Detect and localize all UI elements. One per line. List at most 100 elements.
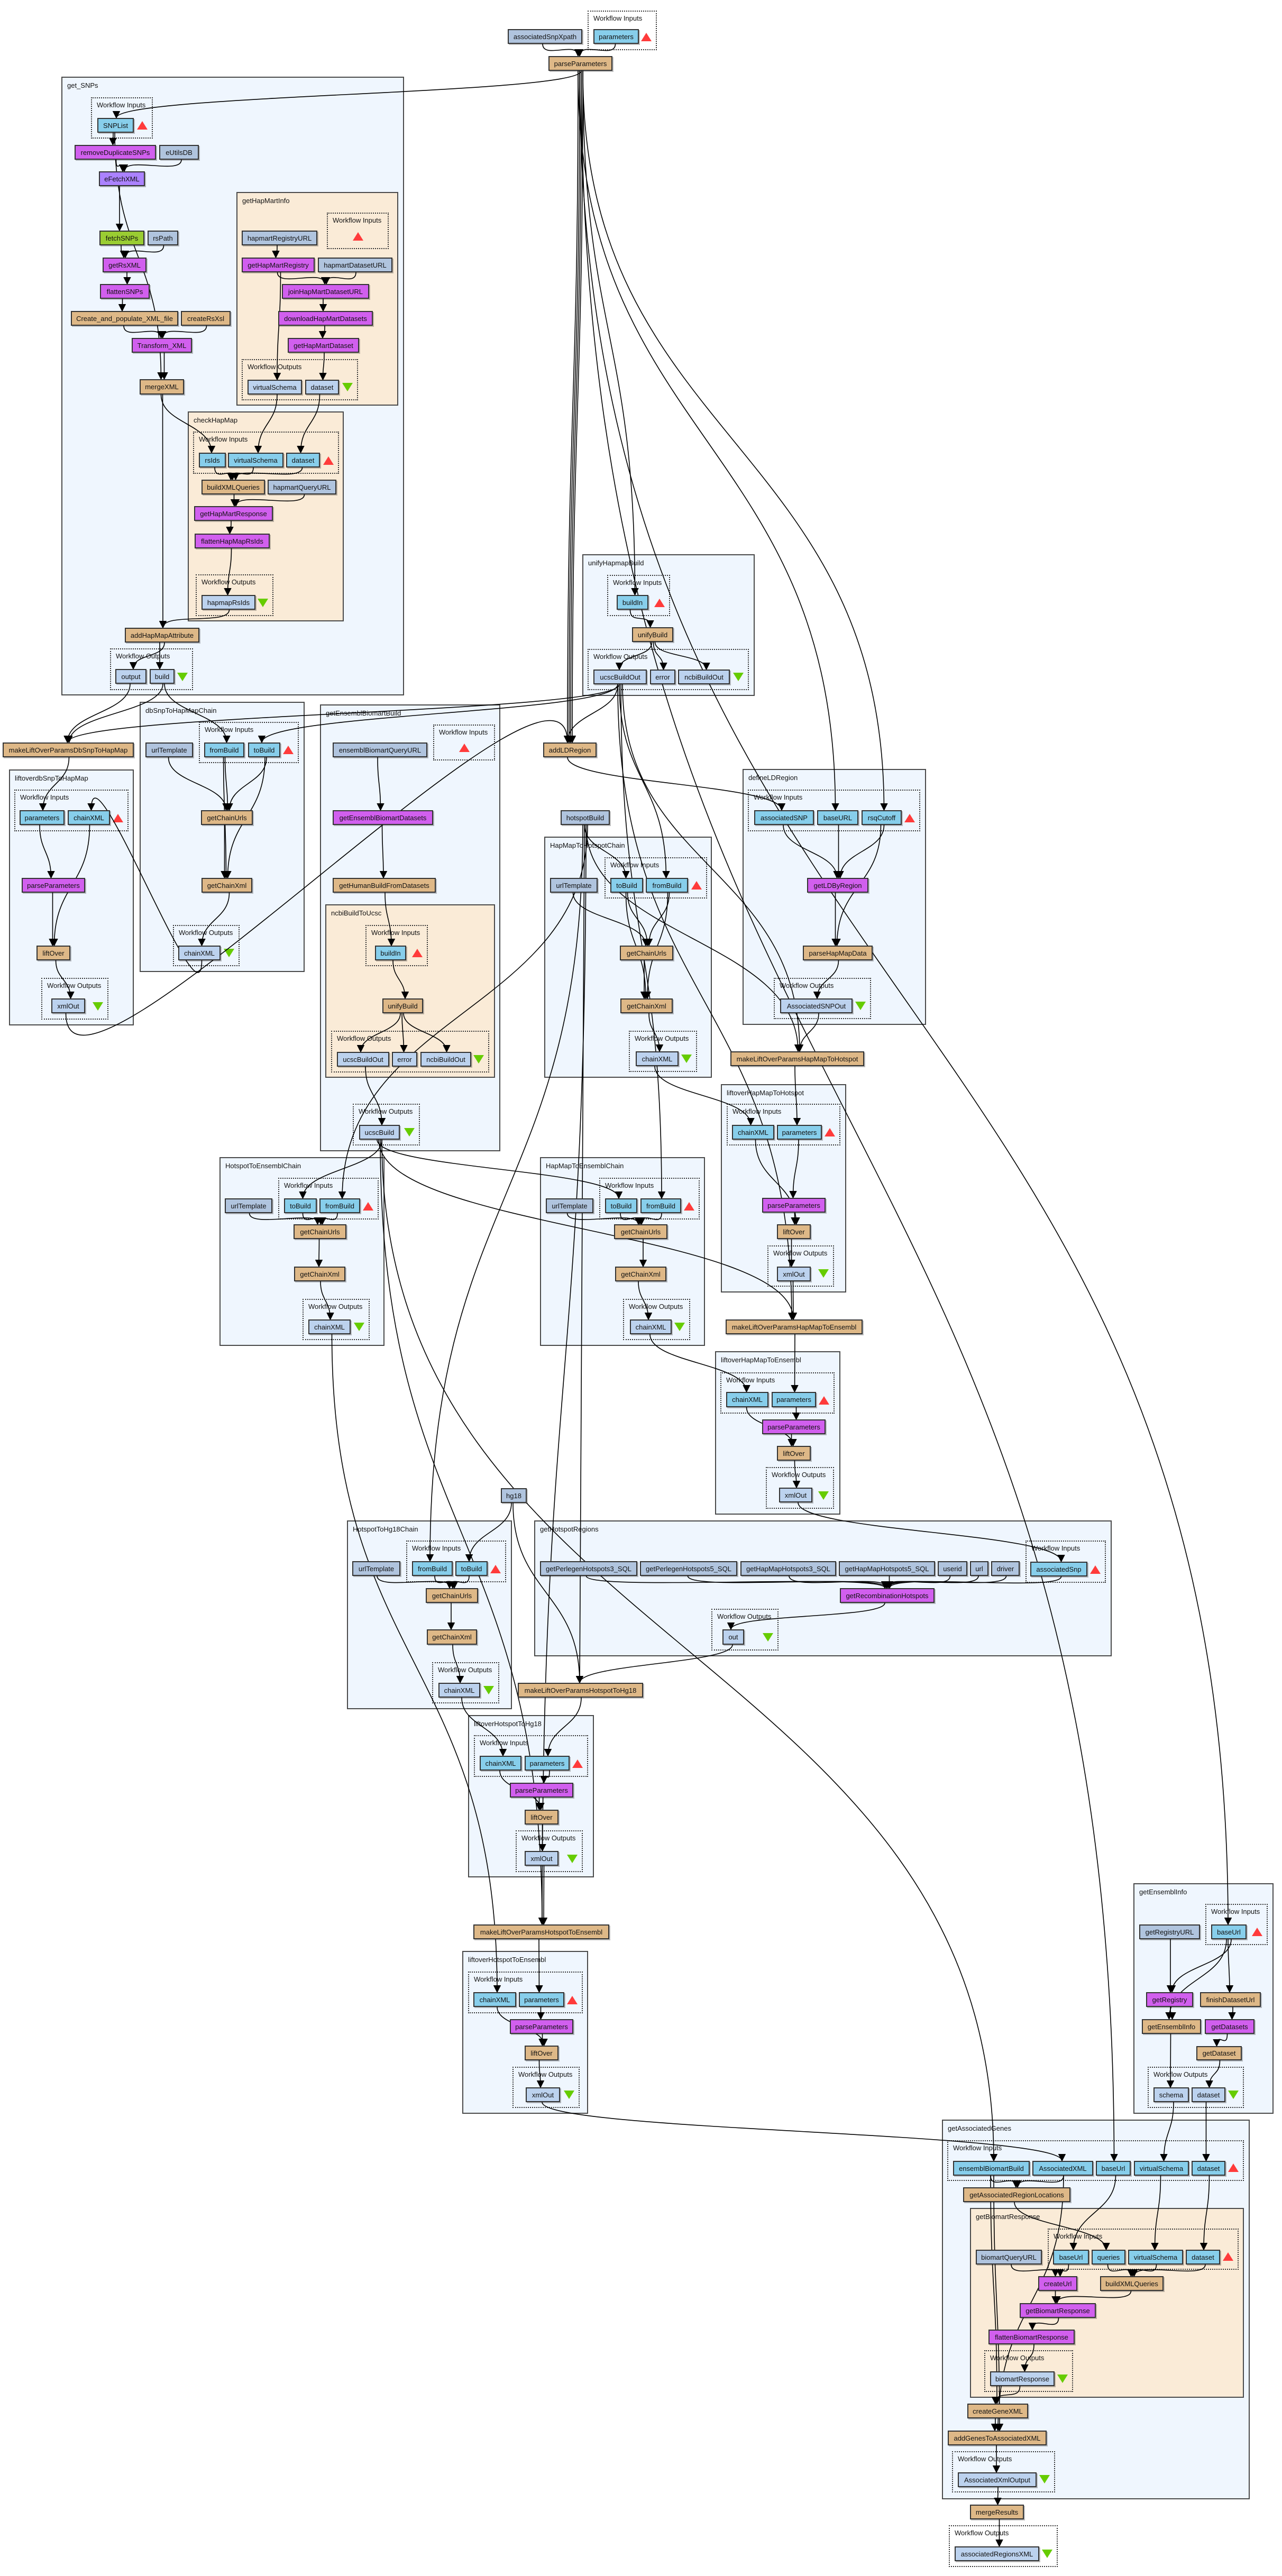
node-merge-xml: mergeXML	[140, 379, 184, 395]
node-chain-xml: chainXML	[726, 1392, 768, 1407]
group-title: Workflow Outputs	[116, 652, 170, 660]
node-make-lift-over-params-hap-map-to-hotspot: makeLiftOverParamsHapMapToHotspot	[730, 1051, 864, 1066]
group-title: Workflow Inputs	[474, 1975, 523, 1983]
node-chain-xml: chainXML	[68, 810, 110, 825]
workflow-inputs-group: Workflow Inputs	[433, 725, 495, 760]
node-chain-xml: chainXML	[438, 1683, 480, 1698]
input-triangle-icon	[283, 746, 294, 754]
group-title: Workflow Inputs	[613, 579, 662, 586]
node-make-lift-over-params-hotspot-to-hg18: makeLiftOverParamsHotspotToHg18	[518, 1683, 643, 1698]
group-title: Workflow Outputs	[772, 1471, 826, 1479]
node-schema: schema	[1153, 2087, 1189, 2102]
node-get-recombination-hotspots: getRecombinationHotspots	[840, 1588, 935, 1603]
subworkflow-title: liftoverHapMapToHotspot	[727, 1089, 804, 1097]
edge-a-pp-to-u-in	[582, 70, 639, 596]
node-associated-snp: associatedSnp	[1030, 1562, 1087, 1576]
node-get-chain-urls: getChainUrls	[620, 946, 673, 960]
input-triangle-icon	[1228, 2164, 1239, 2172]
group-title: Workflow Outputs	[635, 1034, 689, 1042]
output-triangle-icon	[674, 1323, 685, 1331]
node-associated-xml-output: AssociatedXmlOutput	[958, 2472, 1037, 2487]
node-unify-build: unifyBuild	[632, 627, 673, 642]
subworkflow-title: getAssociatedGenes	[948, 2124, 1011, 2132]
node-associated-regions-xml: associatedRegionsXML	[955, 2546, 1039, 2561]
workflow-outputs-group: Workflow Outputs	[949, 2525, 1058, 2567]
node-make-lift-over-params-db-snp-to-hap-map: makeLiftOverParamsDbSnpToHapMap	[3, 742, 134, 757]
node-get-datasets: getDatasets	[1205, 2019, 1254, 2034]
subworkflow-title: unifyHapmapBuild	[588, 559, 644, 567]
node-parameters: parameters	[525, 1756, 570, 1771]
workflow-inputs-group: Workflow Inputs	[588, 11, 657, 50]
node-lift-over: liftOver	[36, 946, 70, 960]
node-create-rs-xsl: createRsXsl	[181, 311, 231, 326]
node-queries: queries	[1092, 2250, 1125, 2265]
output-triangle-icon	[483, 1686, 494, 1694]
subworkflow-title: getHapMartInfo	[242, 197, 290, 205]
node-chain-xml: chainXML	[473, 1992, 516, 2007]
input-triangle-icon	[1223, 2252, 1233, 2261]
node-get-hap-mart-dataset: getHapMartDataset	[288, 338, 359, 353]
node-base-url: baseUrl	[1053, 2250, 1089, 2265]
subworkflow-title: dbSnpToHapMapChain	[145, 707, 217, 714]
node-create-gene-xml: createGeneXML	[967, 2404, 1028, 2418]
output-triangle-icon	[93, 1002, 103, 1011]
edge-a-pp-to-ald	[568, 70, 583, 744]
node-build-xmlqueries: buildXMLQueries	[202, 480, 265, 494]
node-to-build: toBuild	[248, 742, 280, 757]
subworkflow-get-hap-mart-info: getHapMartInfo	[236, 192, 398, 406]
node-biomart-query-url: biomartQueryURL	[976, 2250, 1042, 2265]
node-get-dataset: getDataset	[1196, 2046, 1242, 2060]
node-hapmart-dataset-url: hapmartDatasetURL	[318, 258, 392, 272]
node-get-rs-xml: getRsXML	[103, 258, 146, 272]
node-get-chain-urls: getChainUrls	[201, 810, 253, 825]
node-get-chain-xml: getChainXml	[620, 998, 673, 1013]
node-biomart-response: biomartResponse	[990, 2371, 1055, 2386]
node-parse-parameters: parseParameters	[762, 1198, 826, 1213]
node-chain-xml: chainXML	[630, 1319, 672, 1334]
group-title: Workflow Inputs	[593, 14, 643, 22]
output-triangle-icon	[855, 1002, 866, 1010]
group-title: Workflow Inputs	[1031, 1544, 1080, 1552]
node-get-chain-xml: getChainXml	[615, 1267, 666, 1281]
node-create-and-populate-xml-file: Create_and_populate_XML_file	[71, 311, 178, 326]
node-virtual-schema: virtualSchema	[1128, 2250, 1183, 2265]
node-merge-results: mergeResults	[970, 2505, 1024, 2519]
output-triangle-icon	[567, 1855, 578, 1863]
node-ucsc-build: ucscBuild	[359, 1125, 400, 1140]
node-chain-xml: chainXML	[732, 1125, 774, 1140]
group-title: Workflow Inputs	[20, 793, 69, 801]
subworkflow-title: HapMapToHotspotChain	[550, 841, 625, 849]
node-chain-xml: chainXML	[308, 1319, 351, 1334]
subworkflow-title: getEnsemblInfo	[1139, 1888, 1187, 1896]
output-triangle-icon	[763, 1633, 773, 1642]
node-add-hap-map-attribute: addHapMapAttribute	[125, 628, 199, 643]
group-title: Workflow Inputs	[199, 435, 248, 443]
subworkflow-title: getBiomartResponse	[976, 2213, 1040, 2221]
node-unify-build: unifyBuild	[382, 998, 423, 1013]
node-parameters: parameters	[772, 1392, 816, 1407]
workflow-outputs-group: Workflow Outputs	[242, 359, 358, 400]
node-get-associated-region-locations: getAssociatedRegionLocations	[963, 2187, 1070, 2202]
group-title: Workflow Outputs	[593, 653, 648, 661]
node-get-chain-urls: getChainUrls	[614, 1224, 667, 1239]
node-output: output	[115, 669, 146, 684]
node-dataset: dataset	[286, 453, 320, 467]
node-dataset: dataset	[1192, 2161, 1225, 2176]
group-title: Workflow Outputs	[179, 929, 233, 937]
input-triangle-icon	[684, 1202, 694, 1211]
node-parameters: parameters	[593, 29, 639, 44]
node-base-url: baseUrl	[1096, 2161, 1131, 2176]
group-title: Workflow Outputs	[359, 1107, 413, 1115]
group-title: Workflow Inputs	[726, 1376, 775, 1384]
node-get-chain-xml: getChainXml	[294, 1267, 345, 1281]
node-driver: driver	[991, 1561, 1020, 1576]
node-parameters: parameters	[20, 810, 65, 825]
node-parse-parameters: parseParameters	[762, 1419, 826, 1434]
node-transform-xml: Transform_XML	[132, 338, 192, 353]
node-join-hap-mart-dataset-url: joinHapMartDatasetURL	[282, 284, 369, 299]
node-userid: userid	[938, 1561, 967, 1576]
node-get-hap-mart-registry: getHapMartRegistry	[242, 258, 315, 272]
node-from-build: fromBuild	[319, 1198, 360, 1213]
output-triangle-icon	[404, 1128, 415, 1136]
group-title: Workflow Inputs	[953, 2144, 1002, 2152]
